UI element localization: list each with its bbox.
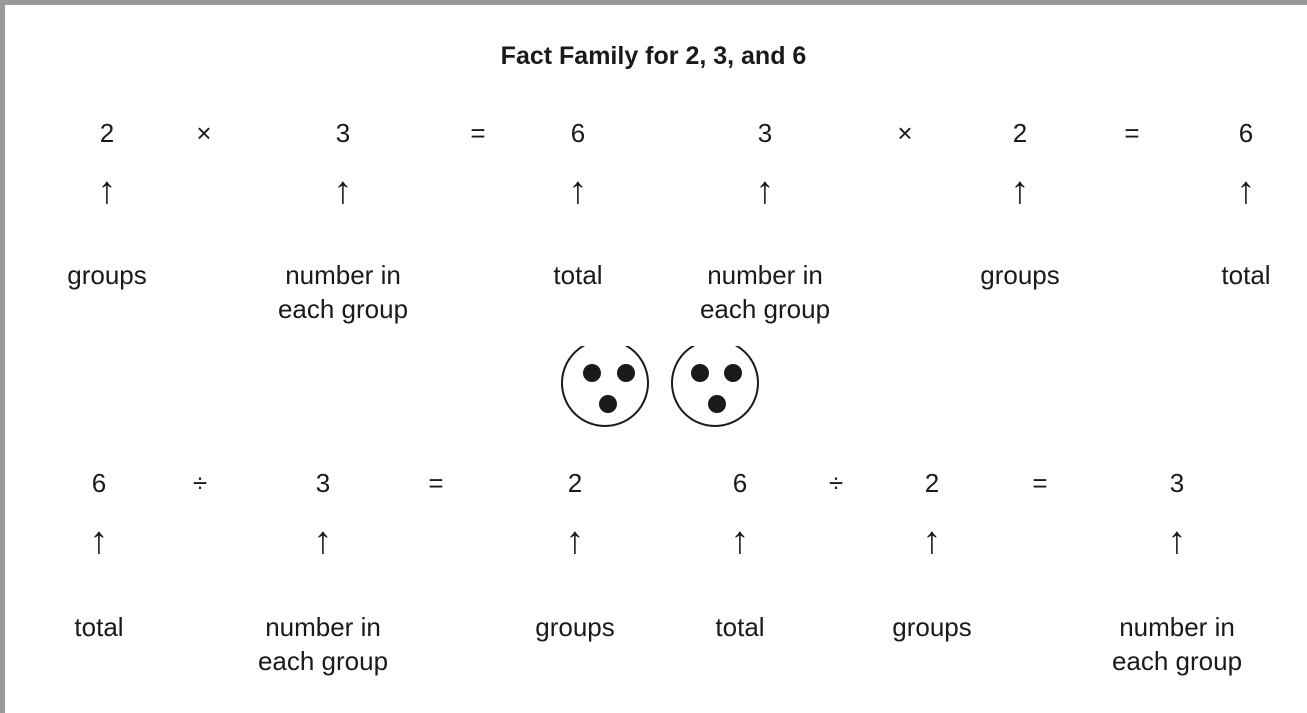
times-sign: × bbox=[196, 118, 212, 148]
up-arrow-icon: ↑ bbox=[333, 170, 353, 212]
number: 6 bbox=[732, 468, 748, 498]
label-groups: groups bbox=[892, 612, 972, 642]
number: 2 bbox=[567, 468, 583, 498]
number: 3 bbox=[335, 118, 351, 148]
divide-sign: ÷ bbox=[192, 468, 208, 498]
up-arrow-icon: ↑ bbox=[565, 520, 585, 562]
up-arrow-icon: ↑ bbox=[1167, 520, 1187, 562]
number: 3 bbox=[315, 468, 331, 498]
number: 3 bbox=[1169, 468, 1185, 498]
number: 3 bbox=[757, 118, 773, 148]
up-arrow-icon: ↑ bbox=[730, 520, 750, 562]
label-groups: groups bbox=[67, 260, 147, 290]
group-circle bbox=[561, 346, 649, 427]
number: 2 bbox=[924, 468, 940, 498]
dot bbox=[599, 395, 617, 413]
dot bbox=[724, 364, 742, 382]
times-sign: × bbox=[897, 118, 913, 148]
diagram-title: Fact Family for 2, 3, and 6 bbox=[500, 42, 807, 70]
number: 6 bbox=[91, 468, 107, 498]
number: 2 bbox=[1012, 118, 1028, 148]
label-groups: groups bbox=[535, 612, 615, 642]
group-circle bbox=[671, 346, 759, 427]
dot bbox=[583, 364, 601, 382]
up-arrow-icon: ↑ bbox=[313, 520, 333, 562]
equals-sign: = bbox=[470, 118, 486, 148]
up-arrow-icon: ↑ bbox=[755, 170, 775, 212]
label-total: total bbox=[715, 612, 765, 642]
divide-sign: ÷ bbox=[828, 468, 844, 498]
up-arrow-icon: ↑ bbox=[1010, 170, 1030, 212]
label-total: total bbox=[1221, 260, 1271, 290]
up-arrow-icon: ↑ bbox=[89, 520, 109, 562]
dot bbox=[708, 395, 726, 413]
up-arrow-icon: ↑ bbox=[922, 520, 942, 562]
equals-sign: = bbox=[1032, 468, 1048, 498]
equals-sign: = bbox=[1124, 118, 1140, 148]
number: 6 bbox=[1238, 118, 1254, 148]
groups-picture bbox=[561, 346, 759, 427]
label-total: total bbox=[553, 260, 603, 290]
dot bbox=[617, 364, 635, 382]
label-groups: groups bbox=[980, 260, 1060, 290]
dot bbox=[691, 364, 709, 382]
number: 2 bbox=[99, 118, 115, 148]
label-total: total bbox=[74, 612, 124, 642]
up-arrow-icon: ↑ bbox=[568, 170, 588, 212]
number: 6 bbox=[570, 118, 586, 148]
up-arrow-icon: ↑ bbox=[97, 170, 117, 212]
equals-sign: = bbox=[428, 468, 444, 498]
up-arrow-icon: ↑ bbox=[1236, 170, 1256, 212]
